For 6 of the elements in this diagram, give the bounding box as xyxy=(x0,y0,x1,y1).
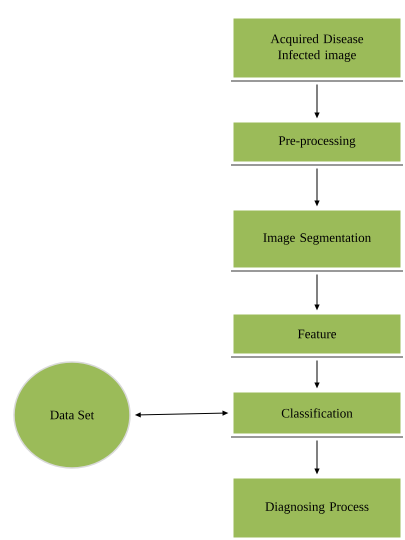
process-box: Classification xyxy=(231,392,403,438)
process-box: Feature xyxy=(231,314,403,358)
process-box: Acquired Disease Infected image xyxy=(231,18,403,82)
process-box: Image Segmentation xyxy=(231,210,403,272)
process-box: Pre-processing xyxy=(231,122,403,166)
process-box: Diagnosing Process xyxy=(232,478,402,538)
